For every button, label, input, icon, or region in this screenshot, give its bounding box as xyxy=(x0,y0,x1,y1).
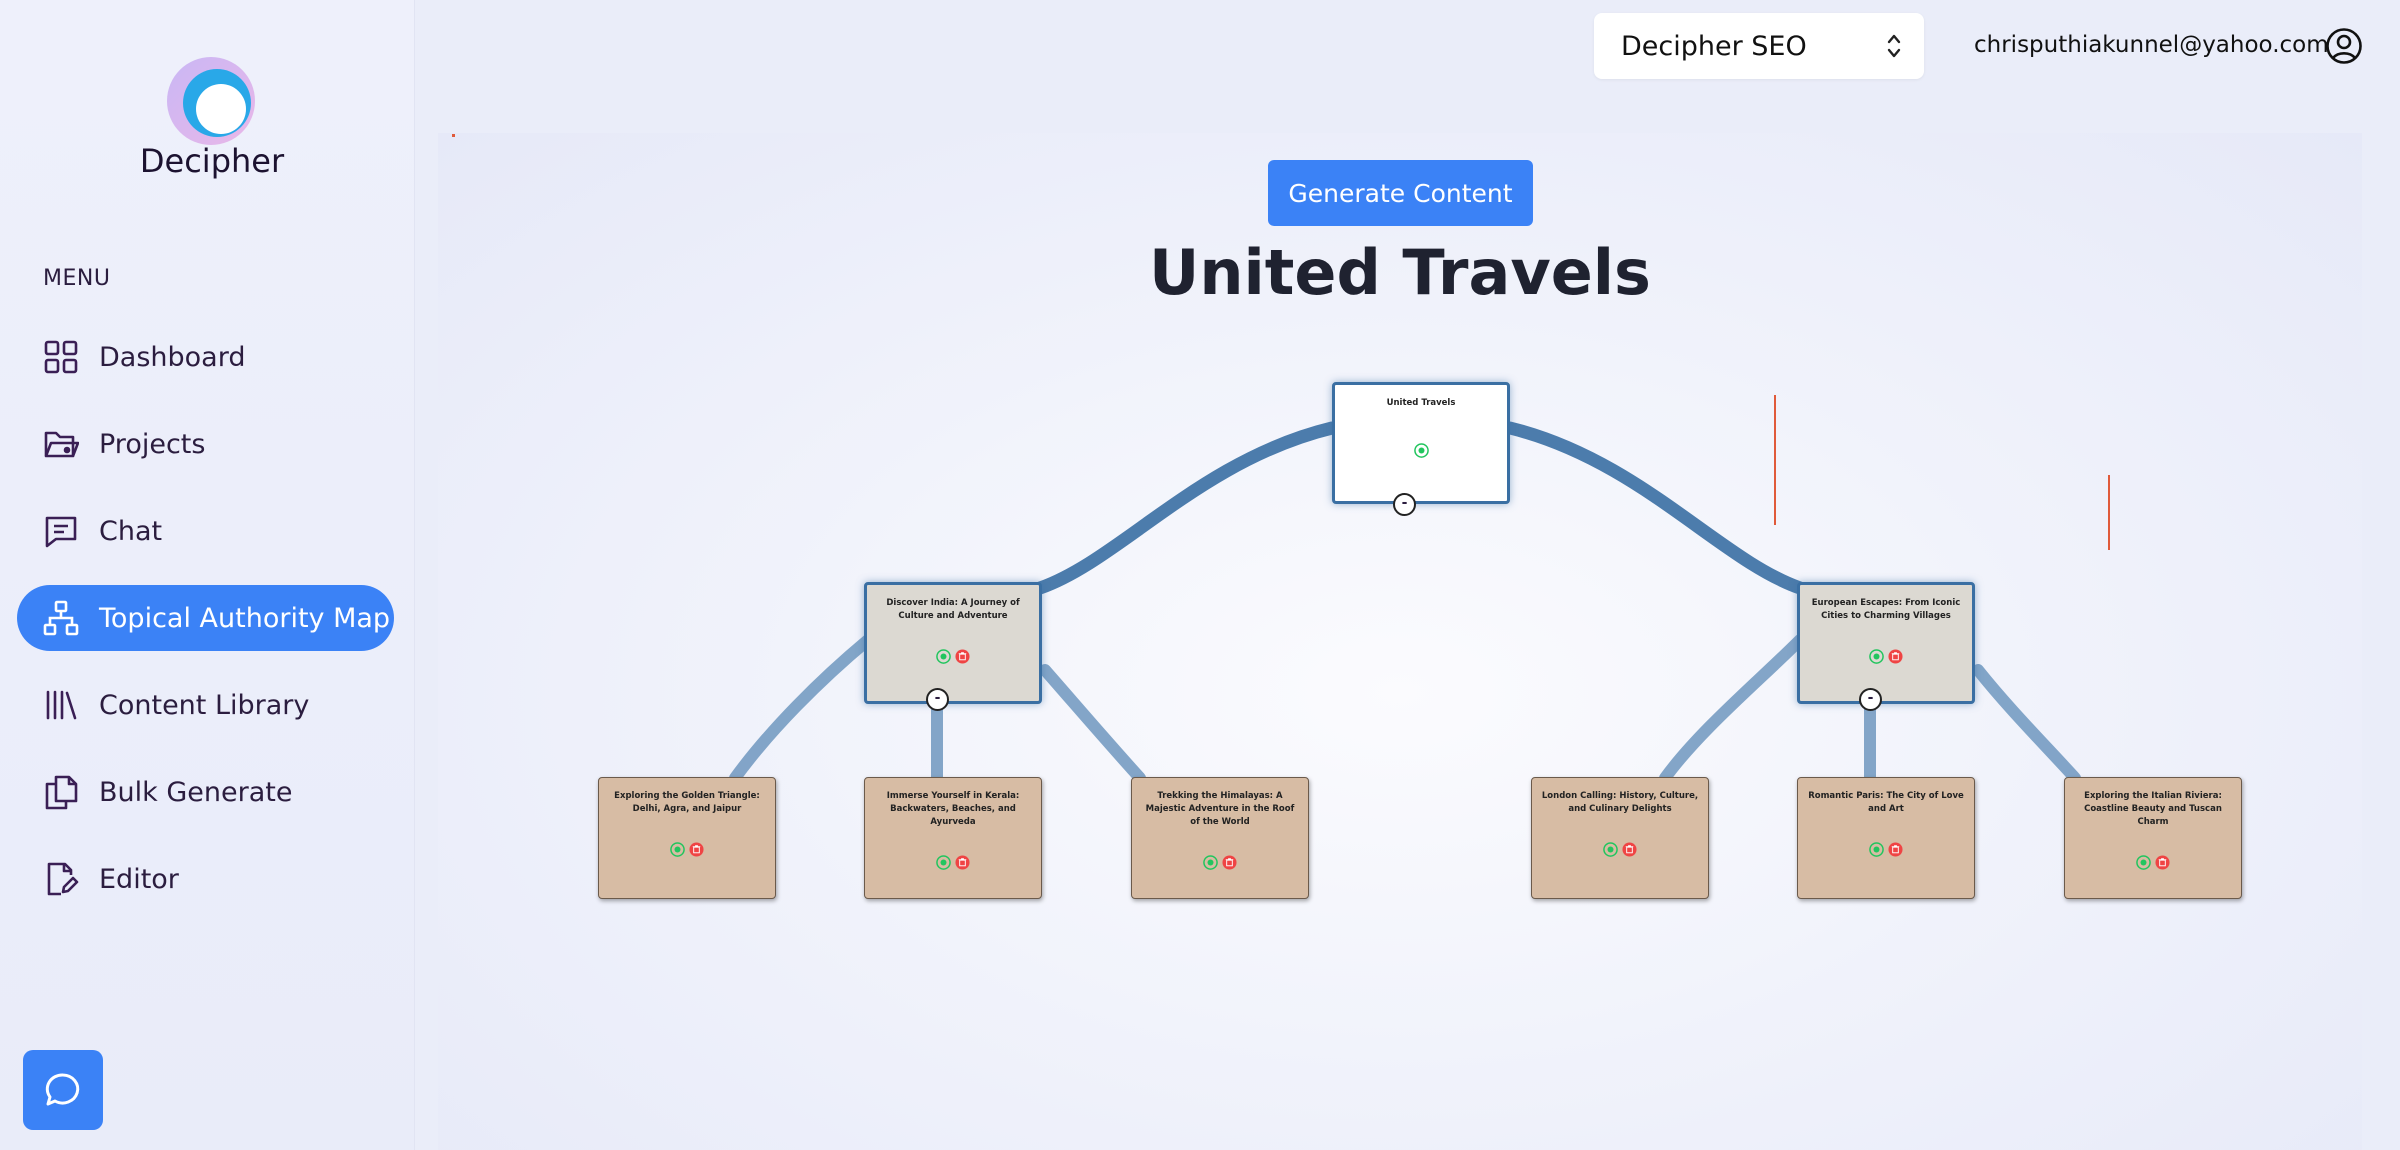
view-icon[interactable] xyxy=(936,649,951,664)
node-title: Discover India: A Journey of Culture and… xyxy=(886,598,1020,621)
tree-node-root[interactable]: United Travels xyxy=(1332,382,1510,504)
node-title: Romantic Paris: The City of Love and Art xyxy=(1808,791,1964,814)
view-icon[interactable] xyxy=(670,842,685,857)
sidebar-item-label: Chat xyxy=(99,515,163,547)
edit-file-icon xyxy=(43,861,79,897)
view-icon[interactable] xyxy=(2136,855,2151,870)
tree-node-leaf[interactable]: London Calling: History, Culture, and Cu… xyxy=(1531,777,1709,899)
node-title: United Travels xyxy=(1386,398,1456,408)
tree-edge xyxy=(1659,634,1806,784)
collapse-toggle[interactable]: - xyxy=(1393,493,1416,516)
view-icon[interactable] xyxy=(1413,443,1429,458)
sidebar-item-label: Bulk Generate xyxy=(99,776,293,808)
user-account-icon[interactable] xyxy=(2325,27,2363,65)
node-title: Trekking the Himalayas: A Majestic Adven… xyxy=(1145,791,1295,827)
tree-node-leaf[interactable]: Exploring the Italian Riviera: Coastline… xyxy=(2064,777,2242,899)
sidebar-item-dashboard[interactable]: Dashboard xyxy=(17,324,394,390)
artifact-line xyxy=(1774,395,1776,525)
artifact-line xyxy=(2108,475,2110,550)
generate-content-button[interactable]: Generate Content xyxy=(1268,160,1533,226)
chat-support-button[interactable] xyxy=(23,1050,103,1130)
sidebar-item-label: Content Library xyxy=(99,689,310,721)
sidebar-item-label: Topical Authority Map xyxy=(99,602,391,634)
chat-bubble-icon xyxy=(45,1073,80,1106)
delete-icon[interactable] xyxy=(1622,842,1637,857)
delete-icon[interactable] xyxy=(1888,649,1903,664)
brand-name: Decipher xyxy=(139,142,285,180)
tree-edge xyxy=(1972,664,2081,784)
sidebar-item-label: Projects xyxy=(99,428,206,460)
copy-files-icon xyxy=(43,774,79,810)
view-icon[interactable] xyxy=(1603,842,1618,857)
sidebar: Decipher MENU Dashboard Projects Chat xyxy=(0,0,415,1150)
project-select[interactable]: Decipher SEO xyxy=(1594,13,1924,79)
canvas-marker xyxy=(452,134,455,137)
library-icon xyxy=(43,687,79,723)
delete-icon[interactable] xyxy=(1222,855,1237,870)
tree-node-branch[interactable]: European Escapes: From Iconic Cities to … xyxy=(1797,582,1975,704)
delete-icon[interactable] xyxy=(689,842,704,857)
collapse-toggle[interactable]: - xyxy=(1859,688,1882,711)
sidebar-item-bulk-generate[interactable]: Bulk Generate xyxy=(17,759,394,825)
tree-node-leaf[interactable]: Immerse Yourself in Kerala: Backwaters, … xyxy=(864,777,1042,899)
sidebar-item-content-library[interactable]: Content Library xyxy=(17,672,394,738)
sidebar-item-editor[interactable]: Editor xyxy=(17,846,394,912)
tree-edge xyxy=(729,634,874,784)
folder-icon xyxy=(43,426,79,462)
tree-node-branch[interactable]: Discover India: A Journey of Culture and… xyxy=(864,582,1042,704)
delete-icon[interactable] xyxy=(955,649,970,664)
sidebar-item-label: Dashboard xyxy=(99,341,246,373)
node-title: London Calling: History, Culture, and Cu… xyxy=(1541,791,1699,814)
view-icon[interactable] xyxy=(1869,649,1884,664)
node-title: European Escapes: From Iconic Cities to … xyxy=(1811,598,1961,621)
tree-edge xyxy=(1039,664,1146,784)
node-title: Exploring the Italian Riviera: Coastline… xyxy=(2084,791,2222,827)
chat-icon xyxy=(43,513,79,549)
chevron-up-down-icon xyxy=(1887,34,1901,58)
sidebar-item-topical-authority-map[interactable]: Topical Authority Map xyxy=(17,585,394,651)
page-title: United Travels xyxy=(1149,236,1651,309)
view-icon[interactable] xyxy=(936,855,951,870)
tree-edge xyxy=(1503,421,1807,595)
node-title: Exploring the Golden Triangle: Delhi, Ag… xyxy=(614,791,760,814)
sidebar-item-projects[interactable]: Projects xyxy=(17,411,394,477)
node-title: Immerse Yourself in Kerala: Backwaters, … xyxy=(886,791,1020,827)
sidebar-item-chat[interactable]: Chat xyxy=(17,498,394,564)
tree-node-leaf[interactable]: Trekking the Himalayas: A Majestic Adven… xyxy=(1131,777,1309,899)
decipher-logo-icon xyxy=(167,57,255,145)
tree-node-leaf[interactable]: Exploring the Golden Triangle: Delhi, Ag… xyxy=(598,777,776,899)
view-icon[interactable] xyxy=(1203,855,1218,870)
delete-icon[interactable] xyxy=(2155,855,2170,870)
view-icon[interactable] xyxy=(1869,842,1884,857)
dashboard-grid-icon xyxy=(43,339,79,375)
user-email: chrisputhiakunnel@yahoo.com xyxy=(1974,32,2329,58)
tree-node-leaf[interactable]: Romantic Paris: The City of Love and Art xyxy=(1797,777,1975,899)
sitemap-icon xyxy=(43,600,79,636)
tree-edge xyxy=(1033,421,1339,595)
collapse-toggle[interactable]: - xyxy=(926,688,949,711)
project-select-value: Decipher SEO xyxy=(1621,30,1807,62)
map-canvas xyxy=(438,133,2362,1150)
delete-icon[interactable] xyxy=(1888,842,1903,857)
sidebar-item-label: Editor xyxy=(99,863,179,895)
delete-icon[interactable] xyxy=(955,855,970,870)
menu-label: MENU xyxy=(43,266,111,291)
